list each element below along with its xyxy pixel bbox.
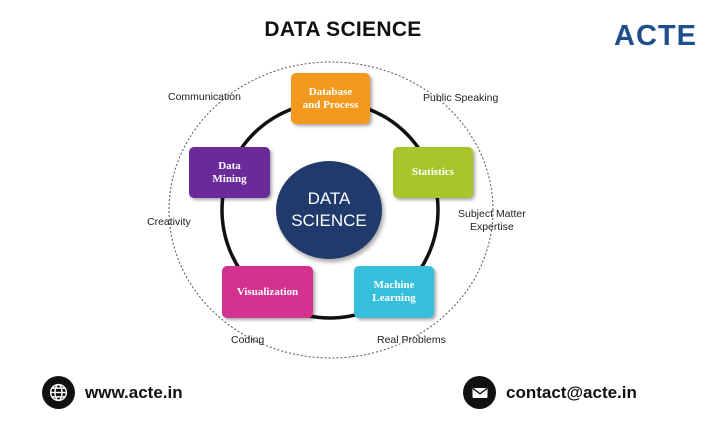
acte-logo: ACTE: [614, 20, 697, 52]
skill-subject-matter-expertise: Subject Matter Expertise: [458, 208, 526, 233]
node-statistics: Statistics: [393, 147, 473, 198]
center-circle: DATA SCIENCE: [276, 161, 382, 259]
skill-creativity: Creativity: [147, 216, 191, 228]
globe-icon: [42, 376, 75, 409]
email-link[interactable]: contact@acte.in: [506, 382, 637, 402]
page-title: DATA SCIENCE: [264, 18, 422, 41]
envelope-icon: [463, 376, 496, 409]
outer-dashed-ring: [168, 61, 494, 359]
node-database-and-process: Database and Process: [291, 73, 370, 124]
email-contact[interactable]: contact@acte.in: [463, 376, 637, 409]
node-data-mining: Data Mining: [189, 147, 270, 198]
skill-communication: Communication: [168, 91, 241, 103]
website-link[interactable]: www.acte.in: [85, 382, 183, 402]
skill-real-problems: Real Problems: [377, 334, 446, 346]
node-visualization: Visualization: [222, 266, 313, 318]
website-contact[interactable]: www.acte.in: [42, 376, 183, 409]
skill-coding: Coding: [231, 334, 265, 346]
node-machine-learning: Machine Learning: [354, 266, 434, 318]
skill-public-speaking: Public Speaking: [423, 92, 499, 104]
